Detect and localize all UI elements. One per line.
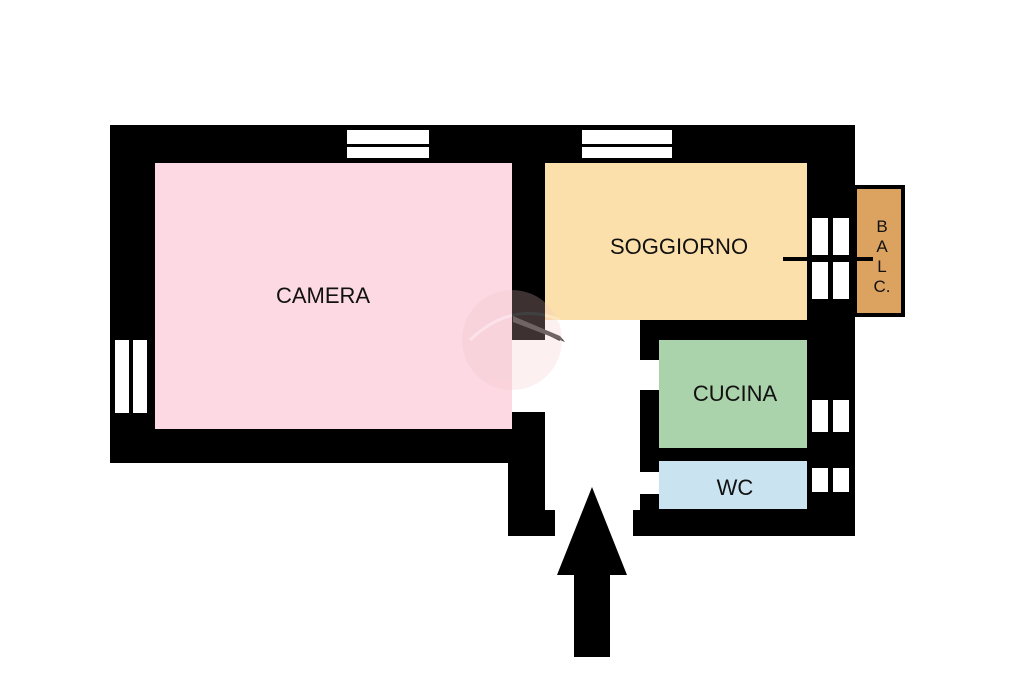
balcony-floor [857, 189, 901, 313]
window-camera-top [347, 130, 429, 158]
balcony-label: B A L C. [874, 217, 891, 296]
window-cucina-right [812, 400, 849, 432]
balcony [853, 185, 905, 317]
room-camera [155, 163, 512, 429]
entrance-arrow-icon [557, 487, 627, 657]
corridor-floor [545, 320, 640, 510]
window-wc-right [812, 468, 849, 492]
room-wc [659, 461, 807, 509]
corridor-to-cucina-opening [628, 360, 660, 390]
room-label-soggiorno: SOGGIORNO [610, 234, 748, 259]
room-label-cucina: CUCINA [693, 381, 778, 406]
balcony-label-line: A [876, 237, 888, 256]
windows [115, 130, 849, 492]
balcony-label-line: B [876, 217, 887, 236]
door-leaf [513, 316, 565, 342]
room-cucina [659, 340, 807, 448]
window-soggiorno-right [812, 218, 849, 299]
corridor-to-camera-opening [510, 340, 555, 412]
window-soggiorno-top [582, 130, 672, 158]
room-label-camera: CAMERA [276, 283, 370, 308]
balcony-label-line: C. [874, 277, 891, 296]
room-label-wc: WC [717, 475, 754, 500]
watermark-logo [462, 290, 562, 390]
window-camera-left [115, 340, 147, 413]
room-soggiorno [545, 163, 807, 320]
corridor-to-wc-opening [628, 472, 660, 494]
balcony-label-line: L [877, 257, 886, 276]
